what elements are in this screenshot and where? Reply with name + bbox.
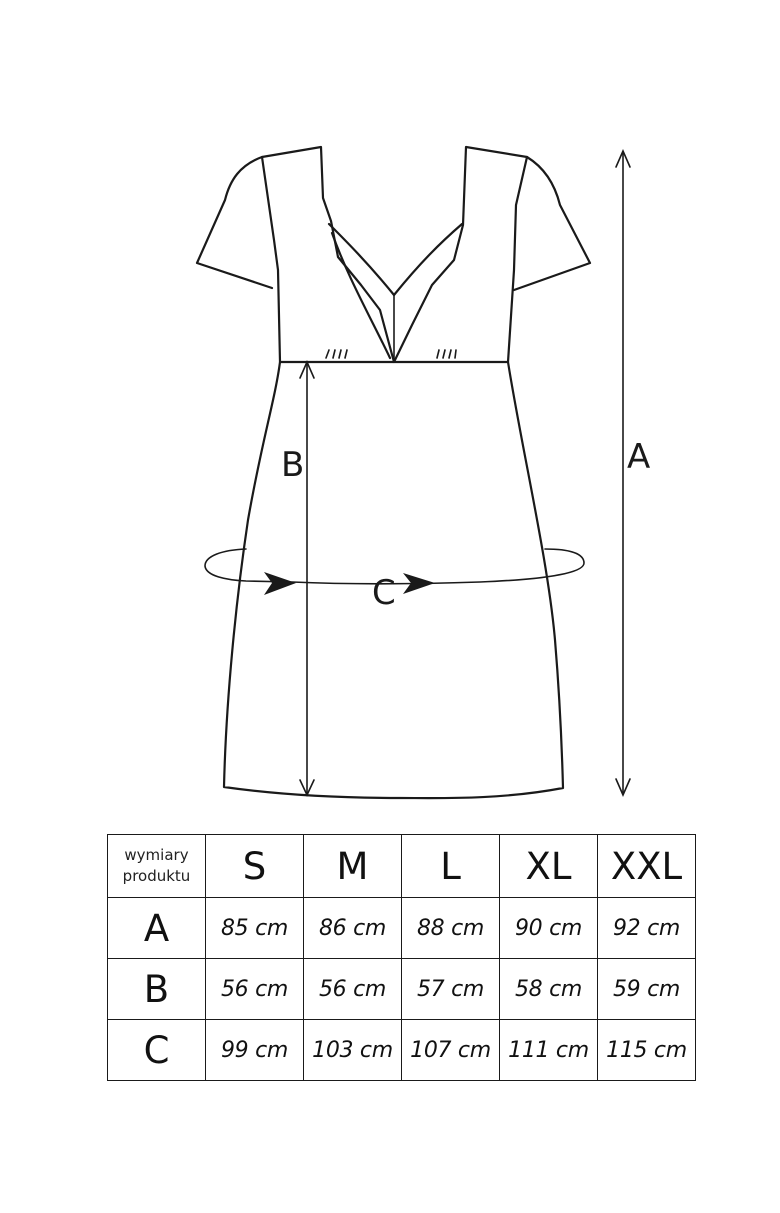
size-header-s: S bbox=[205, 834, 304, 898]
value-a-s: 85 cm bbox=[205, 897, 304, 959]
table-row: B 56 cm 56 cm 57 cm 58 cm 59 cm bbox=[107, 958, 696, 1020]
size-header-m: M bbox=[303, 834, 402, 898]
measurement-b-label: B bbox=[281, 445, 304, 485]
dress-measurement-diagram: A B C bbox=[195, 145, 650, 800]
corner-label-line-1: wymiary bbox=[124, 846, 189, 864]
size-chart-table: wymiary produktu S M L XL XXL A 85 cm 86… bbox=[107, 834, 696, 1081]
value-a-m: 86 cm bbox=[303, 897, 402, 959]
value-c-m: 103 cm bbox=[303, 1019, 402, 1081]
value-b-l: 57 cm bbox=[401, 958, 500, 1020]
row-label-a: A bbox=[107, 897, 206, 959]
measurement-a-label: A bbox=[627, 437, 650, 477]
table-header-row: wymiary produktu S M L XL XXL bbox=[107, 834, 696, 898]
measurement-a-arrow bbox=[615, 149, 631, 797]
value-c-xl: 111 cm bbox=[499, 1019, 598, 1081]
inner-neckline bbox=[327, 222, 464, 297]
inner-neckline-lower bbox=[330, 231, 392, 360]
right-sleeve bbox=[512, 155, 592, 292]
table-row: C 99 cm 103 cm 107 cm 111 cm 115 cm bbox=[107, 1019, 696, 1081]
corner-label-line-2: produktu bbox=[122, 867, 191, 885]
row-label-c: C bbox=[107, 1019, 206, 1081]
value-a-l: 88 cm bbox=[401, 897, 500, 959]
measurement-c-label: C bbox=[372, 573, 396, 613]
measurement-b-arrow bbox=[299, 360, 315, 797]
table-corner-cell: wymiary produktu bbox=[107, 834, 206, 898]
value-b-xl: 58 cm bbox=[499, 958, 598, 1020]
measurement-c-loop bbox=[204, 548, 585, 595]
dress-outline bbox=[222, 145, 565, 800]
value-b-s: 56 cm bbox=[205, 958, 304, 1020]
row-label-b: B bbox=[107, 958, 206, 1020]
right-gathers bbox=[436, 349, 457, 359]
value-a-xxl: 92 cm bbox=[597, 897, 696, 959]
value-c-l: 107 cm bbox=[401, 1019, 500, 1081]
size-header-xxl: XXL bbox=[597, 834, 696, 898]
value-c-s: 99 cm bbox=[205, 1019, 304, 1081]
size-header-xl: XL bbox=[499, 834, 598, 898]
table-row: A 85 cm 86 cm 88 cm 90 cm 92 cm bbox=[107, 897, 696, 959]
value-a-xl: 90 cm bbox=[499, 897, 598, 959]
left-gathers bbox=[325, 349, 348, 359]
value-b-xxl: 59 cm bbox=[597, 958, 696, 1020]
value-b-m: 56 cm bbox=[303, 958, 402, 1020]
left-sleeve bbox=[195, 155, 274, 290]
size-header-l: L bbox=[401, 834, 500, 898]
value-c-xxl: 115 cm bbox=[597, 1019, 696, 1081]
